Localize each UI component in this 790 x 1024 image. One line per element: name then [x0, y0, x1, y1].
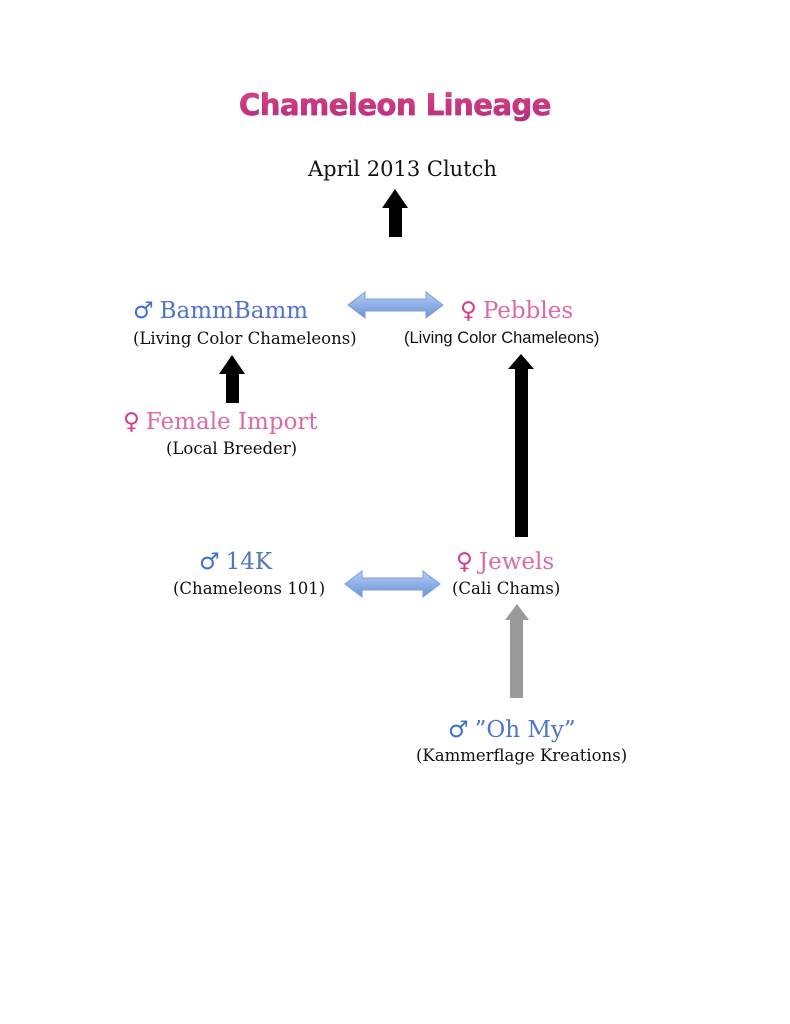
pair-arrow-bammbamm-pebbles — [347, 290, 444, 320]
node-source: (Living Color Chameleons) — [404, 329, 600, 347]
node-source: (Cali Chams) — [452, 579, 561, 598]
female-symbol-icon: ♀ — [456, 549, 473, 575]
node-pebbles: ♀Pebbles — [460, 298, 573, 324]
node-name: Pebbles — [482, 298, 574, 324]
node-name: BammBamm — [159, 298, 309, 324]
up-arrow-to-bammbamm — [219, 355, 245, 403]
node-female-import: ♀Female Import — [123, 409, 318, 435]
node-source: (Local Breeder) — [166, 439, 298, 458]
up-arrow-to-clutch — [382, 189, 408, 237]
pair-arrow-14k-jewels — [344, 569, 441, 599]
node-jewels: ♀Jewels — [456, 549, 554, 575]
male-symbol-icon: ♂ — [133, 298, 154, 324]
node-bammbamm: ♂BammBamm — [133, 298, 308, 324]
node-name: 14K — [225, 549, 273, 575]
male-symbol-icon: ♂ — [448, 717, 469, 743]
node-source: (Living Color Chameleons) — [133, 329, 357, 348]
male-symbol-icon: ♂ — [199, 549, 220, 575]
node-14k: ♂14K — [199, 549, 272, 575]
up-arrow-to-jewels — [505, 604, 529, 698]
node-oh-my: ♂”Oh My” — [448, 717, 576, 743]
node-name: ”Oh My” — [474, 717, 576, 743]
page-title: Chameleon Lineage — [0, 88, 790, 123]
female-symbol-icon: ♀ — [460, 298, 477, 324]
up-arrow-to-pebbles — [508, 354, 534, 537]
clutch-label: April 2013 Clutch — [308, 157, 497, 181]
node-source: (Chameleons 101) — [173, 579, 326, 598]
female-symbol-icon: ♀ — [123, 409, 140, 435]
node-source: (Kammerflage Kreations) — [416, 746, 628, 765]
node-name: Jewels — [478, 549, 555, 575]
node-name: Female Import — [145, 409, 318, 435]
